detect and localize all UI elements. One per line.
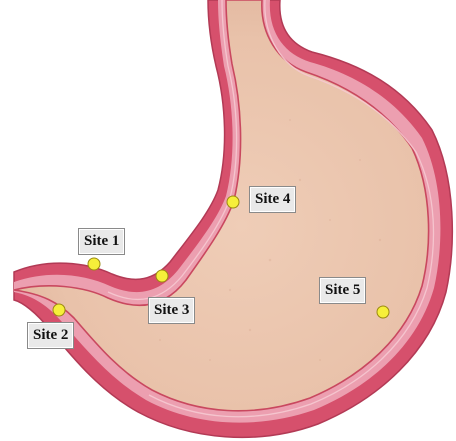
site-4-label: Site 4 — [249, 186, 296, 213]
site-1-marker[interactable] — [88, 258, 100, 270]
site-5-label: Site 5 — [319, 277, 366, 304]
site-4-marker[interactable] — [227, 196, 239, 208]
site-2-marker[interactable] — [53, 304, 65, 316]
site-5-marker[interactable] — [377, 306, 389, 318]
site-3-label: Site 3 — [148, 297, 195, 324]
site-3-marker[interactable] — [156, 270, 168, 282]
site-1-label: Site 1 — [78, 228, 125, 255]
site-2-label: Site 2 — [27, 322, 74, 349]
